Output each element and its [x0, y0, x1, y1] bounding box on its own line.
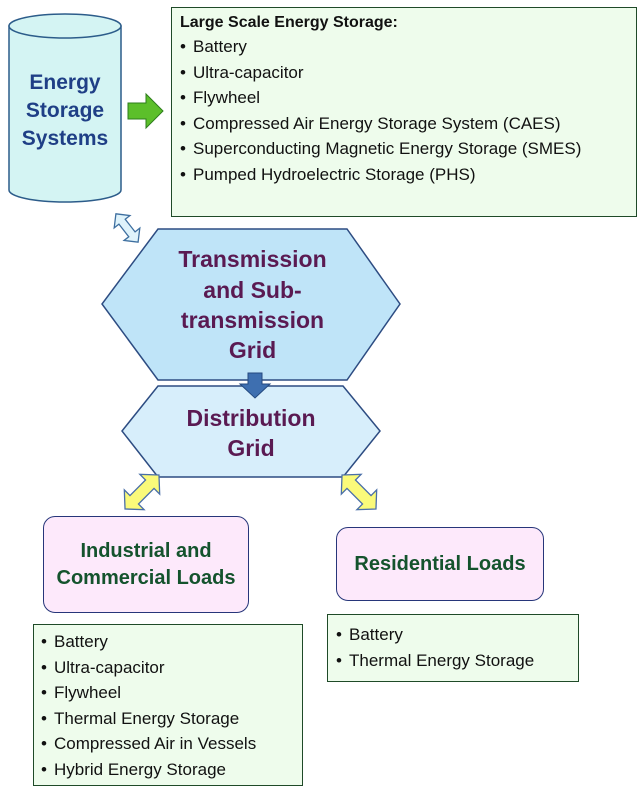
energy-storage-systems-label: Energy Storage Systems [9, 62, 121, 160]
industrial-storage-box: Battery Ultra-capacitor Flywheel Thermal… [33, 624, 303, 786]
list-item: Flywheel [41, 680, 294, 706]
list-item: Ultra-capacitor [180, 60, 628, 86]
list-item: Battery [180, 34, 628, 60]
green-arrow-icon [127, 92, 164, 130]
industrial-storage-list: Battery Ultra-capacitor Flywheel Thermal… [41, 629, 294, 783]
list-item: Thermal Energy Storage [41, 706, 294, 732]
transmission-line-3: transmission [180, 307, 325, 333]
list-item: Compressed Air in Vessels [41, 731, 294, 757]
list-item: Hybrid Energy Storage [41, 757, 294, 783]
residential-line-2: Loads [466, 552, 526, 575]
transmission-grid-label: Transmission and Sub- transmission Grid [130, 237, 375, 373]
double-arrow-industrial-icon [123, 473, 161, 511]
industrial-commercial-loads-box: Industrial and Commercial Loads [43, 516, 249, 613]
residential-storage-box: Battery Thermal Energy Storage [327, 614, 579, 682]
distribution-line-2: Grid [227, 435, 275, 461]
energy-storage-cylinder [8, 13, 122, 203]
list-item: Superconducting Magnetic Energy Storage … [180, 136, 628, 162]
large-scale-storage-list: Battery Ultra-capacitor Flywheel Compres… [180, 34, 628, 188]
ess-line-2: Storage [25, 99, 105, 123]
list-item: Ultra-capacitor [41, 655, 294, 681]
ess-line-3: Systems [21, 126, 109, 150]
list-item: Flywheel [180, 85, 628, 111]
industrial-line-3: Loads [176, 566, 236, 589]
industrial-line-2: Commercial [56, 566, 172, 589]
ess-line-1: Energy [29, 71, 101, 95]
list-item: Pumped Hydroelectric Storage (PHS) [180, 162, 628, 188]
residential-storage-list: Battery Thermal Energy Storage [336, 622, 570, 673]
residential-line-1: Residential [354, 552, 462, 575]
transmission-line-4: Grid [228, 337, 277, 364]
residential-loads-box: Residential Loads [336, 527, 544, 601]
double-arrow-residential-icon [340, 473, 378, 511]
large-scale-storage-title: Large Scale Energy Storage: [180, 14, 398, 31]
down-arrow-icon [238, 372, 272, 399]
list-item: Thermal Energy Storage [336, 648, 570, 674]
distribution-line-1: Distribution [186, 404, 316, 431]
double-arrow-storage-grid-icon [113, 213, 141, 243]
list-item: Battery [41, 629, 294, 655]
list-item: Compressed Air Energy Storage System (CA… [180, 111, 628, 137]
transmission-line-2: and Sub- [203, 276, 302, 303]
large-scale-storage-box: Large Scale Energy Storage: Battery Ultr… [171, 7, 637, 217]
industrial-line-1: Industrial and [80, 540, 212, 563]
transmission-grid-hexagon [101, 228, 401, 381]
list-item: Battery [336, 622, 570, 648]
distribution-grid-label: Distribution Grid [140, 394, 362, 472]
transmission-line-1: Transmission [178, 246, 327, 273]
